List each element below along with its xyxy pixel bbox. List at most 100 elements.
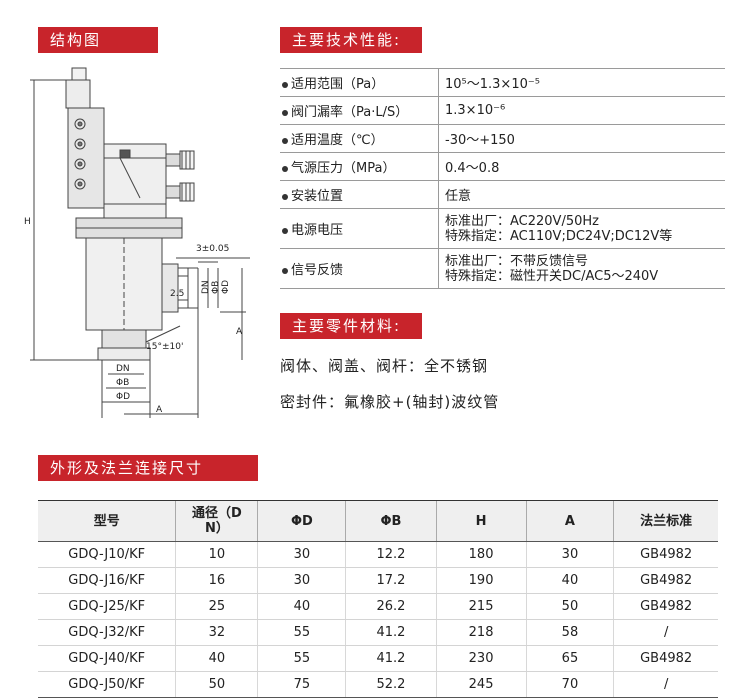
cell: 58	[525, 619, 614, 646]
bullet-icon	[282, 165, 288, 172]
spec-label: 适用温度（℃）	[291, 133, 384, 148]
spec-row: 信号反馈 标准出厂：不带反馈信号 特殊指定：磁性开关DC/AC5～240V	[280, 248, 725, 289]
cell: 25	[175, 593, 258, 620]
table-header-row: 型号 通径（DN） ΦD ΦB H A 法兰标准	[38, 500, 718, 542]
cell: 30	[257, 541, 346, 568]
cell: 17.2	[345, 567, 437, 594]
bottom-a-label: A	[156, 405, 163, 415]
cell: 55	[257, 619, 346, 646]
spec-value: 0.4～0.8	[438, 152, 725, 181]
col-model: 型号	[38, 500, 176, 542]
materials-heading: 主要零件材料:	[280, 313, 422, 339]
spec-label-cell: 适用温度（℃）	[280, 124, 439, 153]
spec-value: -30～+150	[438, 124, 725, 153]
cell: 32	[175, 619, 258, 646]
cell: 40	[257, 593, 346, 620]
spec-row: 安装位置 任意	[280, 180, 725, 209]
valve-structure-drawing: H 3±0.05 2.5 DN ΦB ΦD A 15°±10' DN ΦB ΦD…	[24, 67, 250, 418]
spec-value-cell: 标准出厂：不带反馈信号 特殊指定：磁性开关DC/AC5～240V	[438, 248, 725, 289]
cell: GDQ-J10/KF	[38, 541, 176, 568]
cell: 16	[175, 567, 258, 594]
cell: 50	[175, 671, 258, 698]
a-right-label: A	[236, 327, 243, 337]
spec-value-line: 标准出厂：AC220V/50Hz	[445, 213, 599, 229]
bullet-icon	[282, 227, 288, 234]
bullet-icon	[282, 137, 288, 144]
cell: GB4982	[613, 593, 718, 620]
cell: /	[613, 671, 718, 698]
spec-value-cell: 标准出厂：AC220V/50Hz 特殊指定：AC110V;DC24V;DC12V…	[438, 208, 725, 249]
material-line-seal: 密封件：氟橡胶+(轴封)波纹管	[280, 393, 500, 411]
col-h: H	[435, 500, 527, 542]
tolerance-label: 3±0.05	[196, 244, 229, 254]
spec-row: 适用范围（Pa） 10⁵～1.3×10⁻⁵	[280, 68, 725, 97]
bottom-phi-d-label: ΦD	[116, 392, 130, 402]
col-dn-label: 通径（DN）	[192, 506, 242, 536]
col-flange-standard: 法兰标准	[613, 500, 718, 542]
spec-label: 安装位置	[291, 189, 344, 204]
cell: 12.2	[345, 541, 437, 568]
cell: 218	[435, 619, 527, 646]
cell: 245	[435, 671, 527, 698]
spec-value-line: 特殊指定：AC110V;DC24V;DC12V等	[445, 228, 673, 244]
col-dn: 通径（DN）	[175, 500, 258, 542]
specs-heading: 主要技术性能:	[280, 27, 422, 53]
dim-2-5-label: 2.5	[170, 289, 184, 299]
cell: 215	[435, 593, 527, 620]
spec-label-cell: 电源电压	[280, 208, 439, 249]
bullet-icon	[282, 267, 288, 274]
col-phi-b: ΦB	[345, 500, 437, 542]
cell: 30	[257, 567, 346, 594]
spec-label: 适用范围（Pa）	[291, 77, 385, 92]
phi-b-label: ΦB	[211, 281, 221, 294]
cell: 50	[525, 593, 614, 620]
cell: GB4982	[613, 567, 718, 594]
spec-label: 信号反馈	[291, 263, 344, 278]
dn-label: DN	[201, 280, 211, 294]
cell: 75	[257, 671, 346, 698]
spec-row: 适用温度（℃） -30～+150	[280, 124, 725, 153]
cell: GDQ-J40/KF	[38, 645, 176, 672]
cell: GDQ-J16/KF	[38, 567, 176, 594]
spec-label-cell: 气源压力（MPa）	[280, 152, 439, 181]
cell: GDQ-J50/KF	[38, 671, 176, 698]
cell: 40	[175, 645, 258, 672]
spec-value-line: 特殊指定：磁性开关DC/AC5～240V	[445, 268, 659, 284]
phi-d-label: ΦD	[221, 280, 231, 294]
spec-value-line: 标准出厂：不带反馈信号	[445, 253, 589, 269]
cell: GB4982	[613, 645, 718, 672]
spec-row: 气源压力（MPa） 0.4～0.8	[280, 152, 725, 181]
cell: 41.2	[345, 619, 437, 646]
cell: 10	[175, 541, 258, 568]
cell: 41.2	[345, 645, 437, 672]
cell: 40	[525, 567, 614, 594]
specs-table: 适用范围（Pa） 10⁵～1.3×10⁻⁵ 阀门漏率（Pa·L/S） 1.3×1…	[280, 68, 725, 289]
spec-label: 气源压力（MPa）	[291, 161, 396, 176]
cell: 65	[525, 645, 614, 672]
cell: 190	[435, 567, 527, 594]
cell: 52.2	[345, 671, 437, 698]
spec-row: 阀门漏率（Pa·L/S） 1.3×10⁻⁶	[280, 96, 725, 125]
cell: GDQ-J32/KF	[38, 619, 176, 646]
cell: GB4982	[613, 541, 718, 568]
angle-label: 15°±10'	[146, 342, 183, 352]
cell: 26.2	[345, 593, 437, 620]
col-a: A	[525, 500, 614, 542]
bottom-dn-label: DN	[116, 364, 130, 374]
cell: 230	[435, 645, 527, 672]
material-line-body: 阀体、阀盖、阀杆：全不锈钢	[280, 357, 489, 375]
cell: 180	[435, 541, 527, 568]
bullet-icon	[282, 81, 288, 88]
spec-label-cell: 信号反馈	[280, 248, 439, 289]
cell: 30	[525, 541, 614, 568]
spec-value: 1.3×10⁻⁶	[438, 96, 725, 125]
spec-value: 10⁵～1.3×10⁻⁵	[438, 68, 725, 97]
spec-label: 电源电压	[291, 223, 344, 238]
cell: /	[613, 619, 718, 646]
col-phi-d: ΦD	[257, 500, 346, 542]
